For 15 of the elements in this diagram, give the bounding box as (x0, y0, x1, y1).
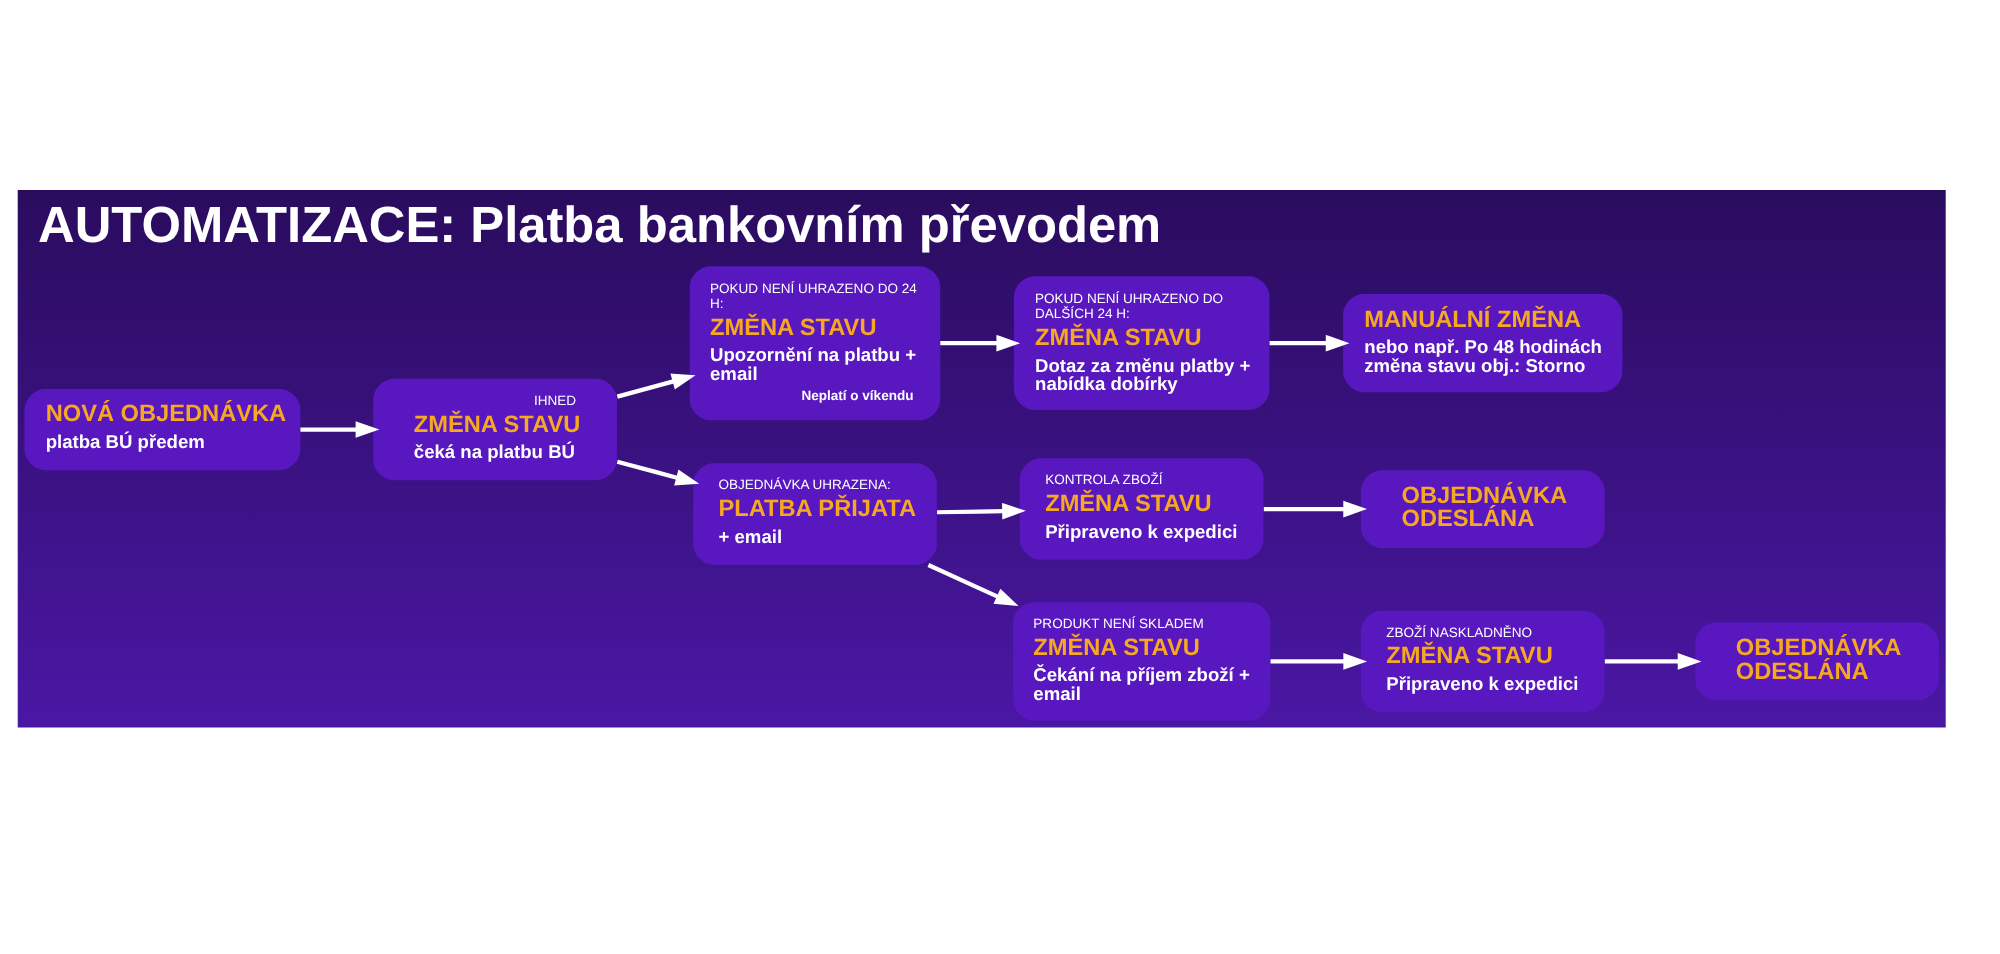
arrow (616, 373, 696, 399)
arrow (927, 563, 1019, 607)
arrow (937, 502, 1026, 520)
node-box: MANUÁLNÍ ZMĚNA nebo např. Po 48 hodinách změna stavu obj.: Storno (1343, 294, 1623, 393)
diagram-title: AUTOMATIZACE: Platba bankovním převodem (38, 198, 1162, 255)
arrow (1263, 500, 1368, 518)
node-box: OBJEDNÁVKA ODESLÁNA (1360, 470, 1605, 548)
arrow (940, 334, 1021, 352)
arrow (616, 459, 700, 486)
arrow (1604, 653, 1702, 670)
node-box: OBJEDNÁVKA ODESLÁNA (1695, 622, 1939, 701)
arrow (1270, 653, 1368, 670)
arrow (1269, 334, 1350, 352)
arrow (300, 421, 380, 438)
node-box: NOVÁ OBJEDNÁVKA platba BÚ předem (24, 388, 301, 471)
